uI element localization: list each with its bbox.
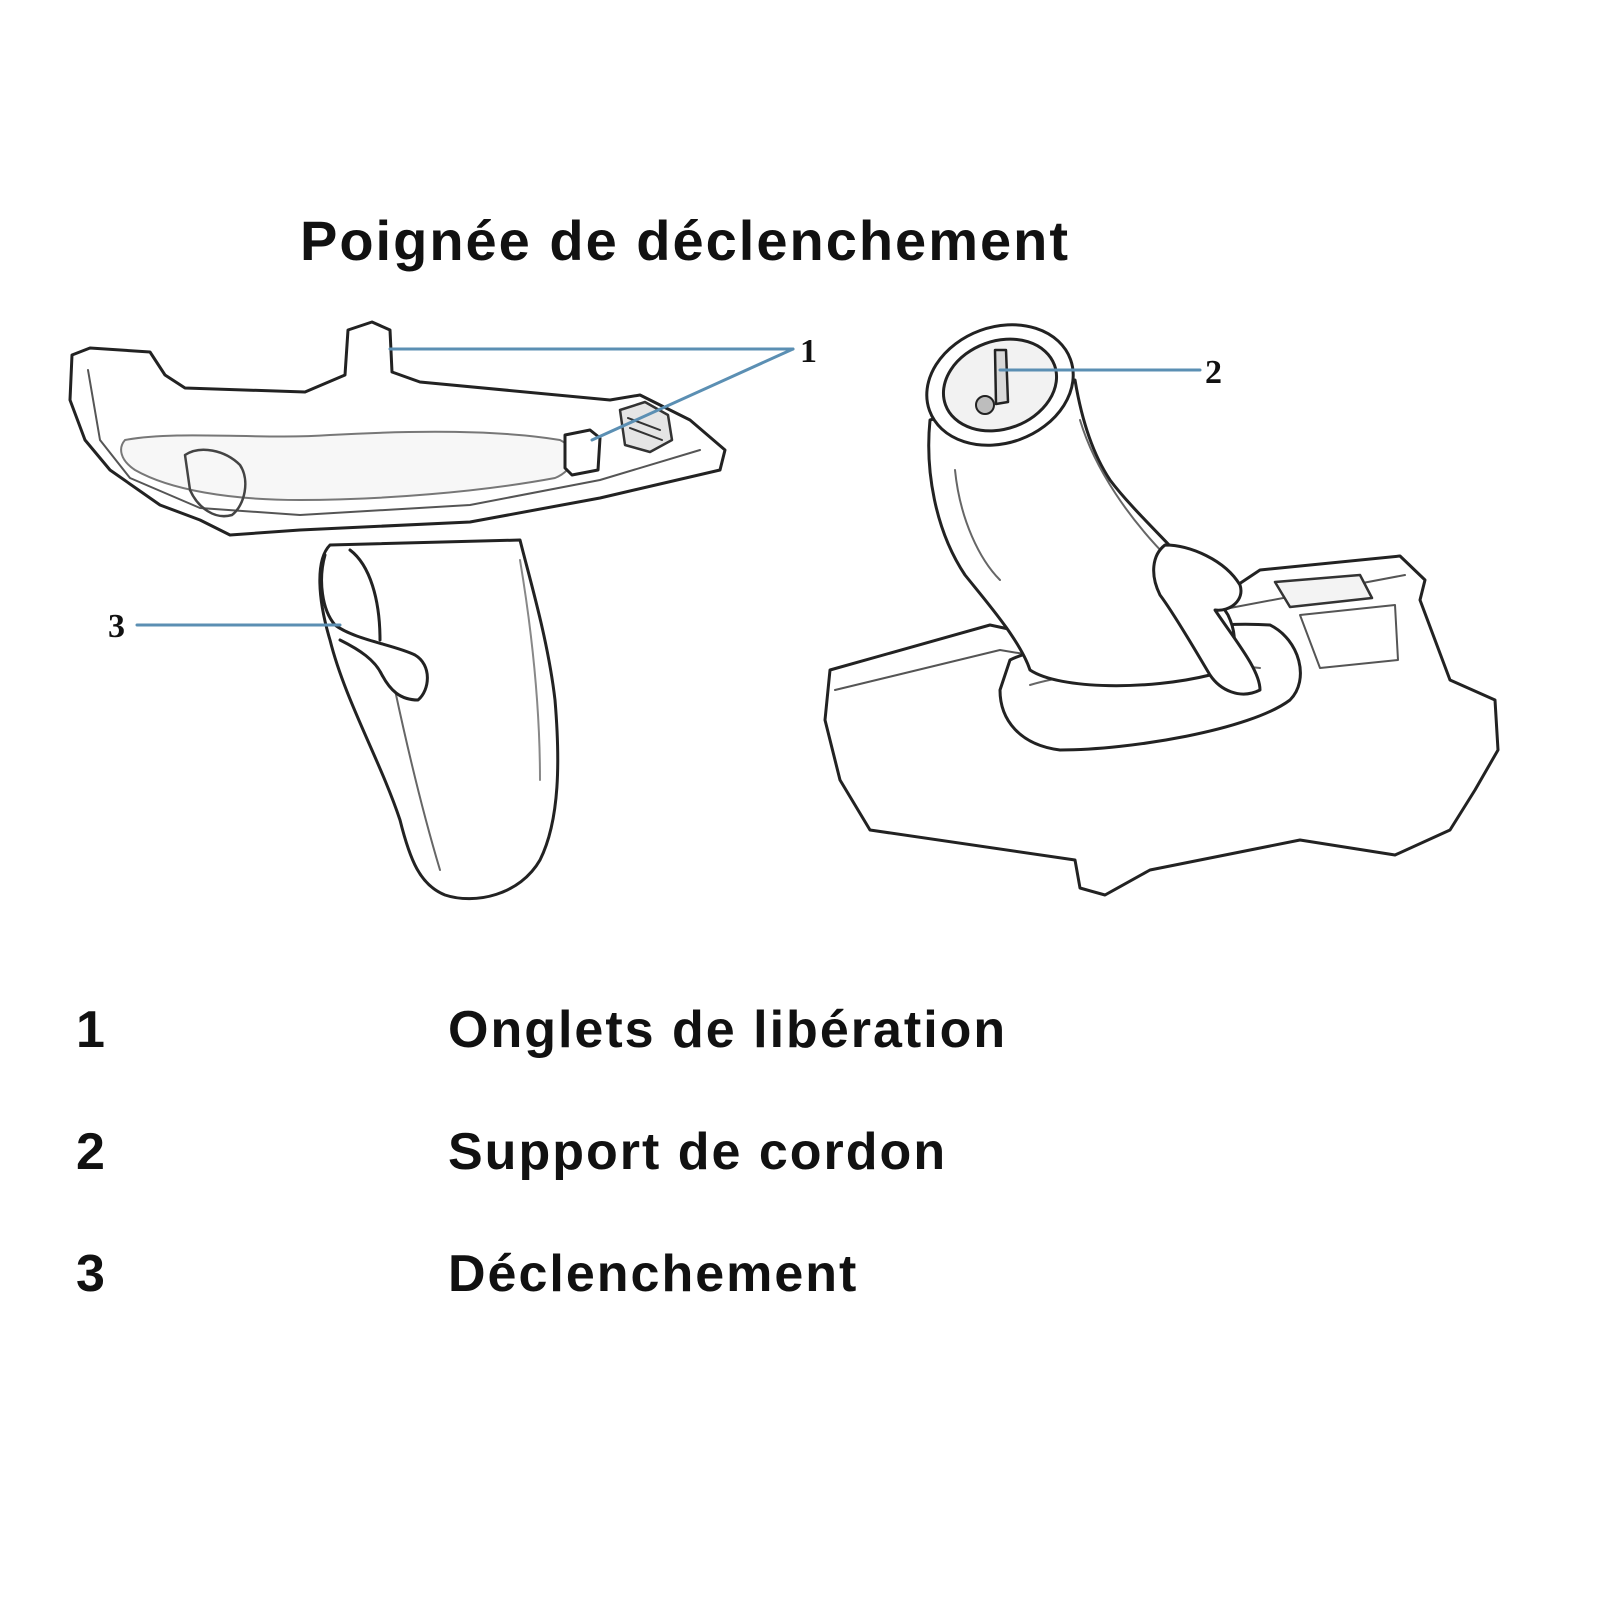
- trigger-guard: [348, 548, 382, 642]
- grip-side-contour: [519, 559, 541, 781]
- left-latch: [183, 448, 247, 518]
- legend-number: 2: [76, 1123, 105, 1181]
- legend-label: Déclenchement: [448, 1245, 859, 1303]
- callout-3: 3: [108, 608, 125, 645]
- trigger-handle-illustration: 1 2 3: [68, 320, 1500, 901]
- callout-1: 1: [800, 333, 817, 370]
- base-recess: [1299, 604, 1399, 669]
- legend-number: 1: [76, 1001, 105, 1059]
- legend-number: 3: [76, 1245, 105, 1303]
- trigger: [320, 553, 429, 702]
- legend-row: 3 Déclenchement: [76, 1244, 1476, 1366]
- diagram-title: Poignée de déclenchement: [300, 209, 1070, 272]
- leader-lines: [135, 347, 1202, 627]
- grip-inner-contour: [394, 689, 441, 871]
- legend-row: 1 Onglets de libération: [76, 1000, 1476, 1122]
- trigger-handle-left-view: [68, 320, 727, 901]
- leader-line-1b: [590, 347, 795, 442]
- lanyard-slot: [1273, 573, 1374, 609]
- lanyard-mount-pin: [993, 348, 1010, 406]
- legend-row: 2 Support de cordon: [76, 1122, 1476, 1244]
- cradle-inner-well: [120, 430, 574, 501]
- cradle-rim: [87, 369, 701, 516]
- release-tab-rear: [563, 428, 602, 477]
- rear-trigger-fin: [1152, 543, 1262, 696]
- handle-stem: [927, 378, 1236, 688]
- trigger-handle-right-view: [823, 323, 1500, 897]
- grip-body: [318, 538, 560, 901]
- callout-2: 2: [1205, 354, 1222, 391]
- lanyard-mount-screw: [975, 395, 995, 415]
- legend-label: Onglets de libération: [448, 1001, 1008, 1059]
- parts-legend: 1 Onglets de libération 2 Support de cor…: [76, 1000, 1476, 1366]
- handle-grip-texture: [954, 419, 1171, 581]
- legend-label: Support de cordon: [448, 1123, 948, 1181]
